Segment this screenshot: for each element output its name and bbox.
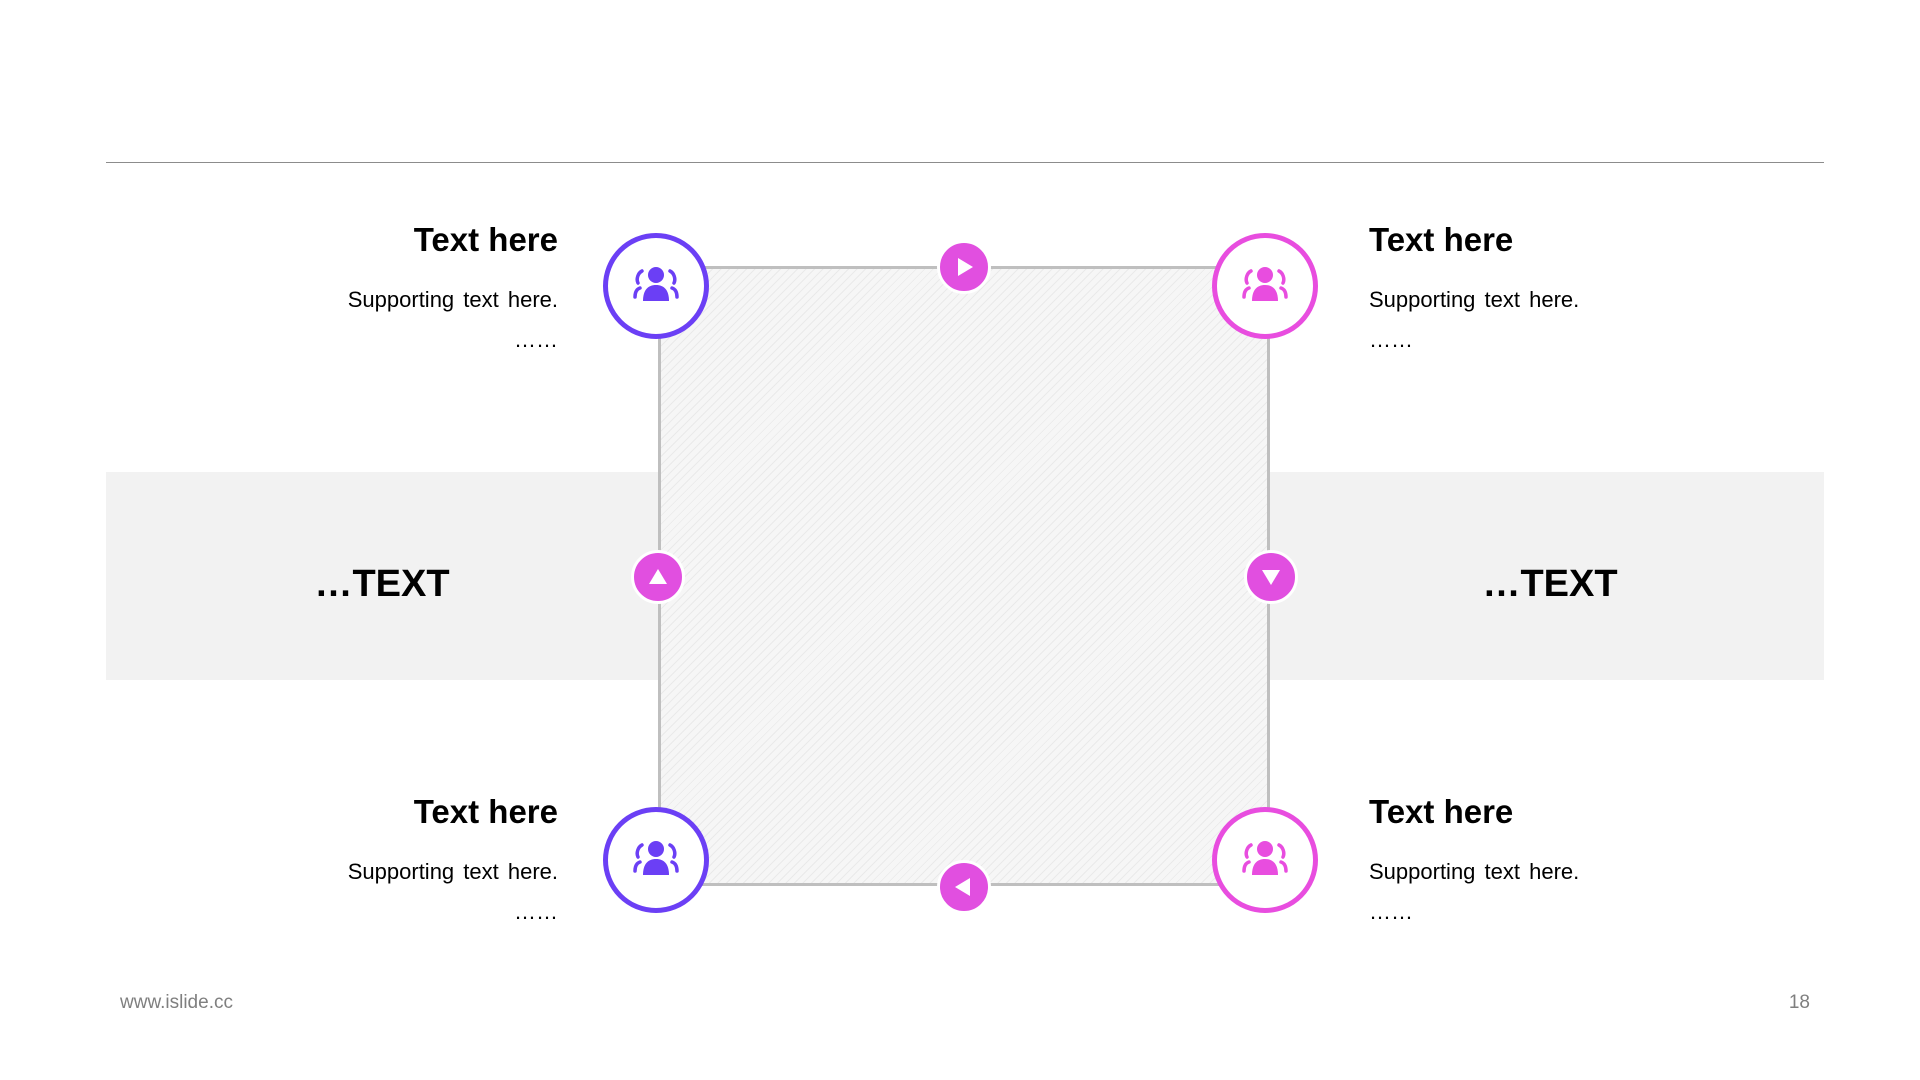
top-left-dots: ……: [514, 327, 558, 352]
users-icon: [1242, 841, 1288, 875]
users-icon: [633, 267, 679, 301]
users-icon: [633, 841, 679, 875]
arrow-left-up[interactable]: [631, 550, 685, 604]
play-left-icon: [955, 878, 970, 896]
top-right-dots: ……: [1369, 327, 1413, 352]
arrow-right-down[interactable]: [1244, 550, 1298, 604]
bottom-right-title: Text here: [1369, 793, 1514, 830]
top-left-title: Text here: [413, 221, 558, 258]
play-right-icon: [958, 258, 973, 276]
top-right-support: Supporting text here.: [1369, 287, 1580, 312]
bottom-right-dots: ……: [1369, 899, 1413, 924]
top-right-title: Text here: [1369, 221, 1514, 258]
footer-url[interactable]: www.islide.cc: [120, 992, 233, 1013]
triangle-down-icon: [1262, 570, 1280, 585]
node-bottom-left[interactable]: [603, 807, 709, 913]
node-top-right[interactable]: [1212, 233, 1318, 339]
band-right-text: …TEXT: [1482, 563, 1618, 605]
center-square: [658, 266, 1270, 886]
node-top-left[interactable]: [603, 233, 709, 339]
bottom-right-support: Supporting text here.: [1369, 859, 1580, 884]
page-number: 18: [1788, 992, 1810, 1013]
triangle-up-icon: [649, 569, 667, 584]
bottom-left-title: Text here: [413, 793, 558, 830]
users-icon: [1242, 267, 1288, 301]
band-right: [1270, 472, 1824, 680]
arrow-top-right[interactable]: [937, 240, 991, 294]
arrow-bottom-left[interactable]: [937, 860, 991, 914]
node-bottom-right[interactable]: [1212, 807, 1318, 913]
top-left-support: Supporting text here.: [347, 287, 558, 312]
bottom-left-dots: ……: [514, 899, 558, 924]
band-left-text: …TEXT: [314, 563, 450, 605]
band-left: [106, 472, 658, 680]
top-divider: [106, 162, 1824, 163]
bottom-left-support: Supporting text here.: [347, 859, 558, 884]
